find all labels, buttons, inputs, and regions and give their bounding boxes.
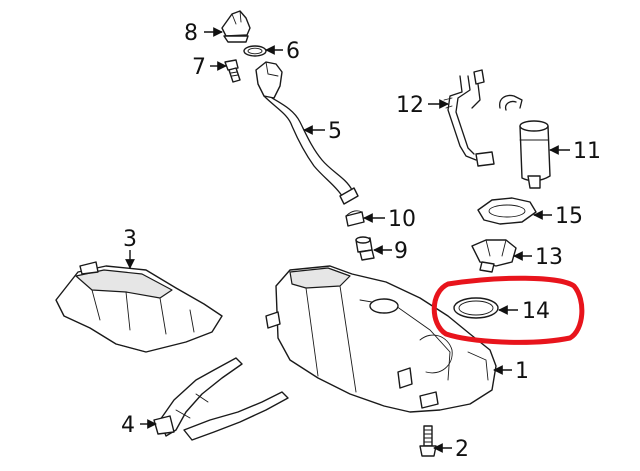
callout-3: 3 xyxy=(123,227,137,252)
callout-labels: 8 6 7 5 10 9 12 11 15 13 14 3 4 1 2 xyxy=(121,21,601,462)
part-6-ring xyxy=(243,45,267,57)
part-1-fuel-tank xyxy=(265,265,497,413)
callout-11: 11 xyxy=(573,139,601,164)
part-13-retainer xyxy=(471,239,517,273)
part-2-bolt xyxy=(419,425,437,457)
callout-12: 12 xyxy=(396,93,424,118)
callout-2: 2 xyxy=(455,437,469,462)
part-5-filler-neck xyxy=(255,61,359,205)
callout-5: 5 xyxy=(328,119,342,144)
part-3-heat-shield xyxy=(55,261,223,353)
part-4-bracket xyxy=(153,357,289,441)
part-14-seal-ring xyxy=(453,297,499,319)
callout-14: 14 xyxy=(522,299,550,324)
callout-10: 10 xyxy=(388,207,416,232)
part-15-lock-ring xyxy=(477,197,537,225)
callout-13: 13 xyxy=(535,245,563,270)
callout-1: 1 xyxy=(515,359,529,384)
callout-4: 4 xyxy=(121,413,135,438)
callout-6: 6 xyxy=(286,39,300,64)
leader-lines xyxy=(125,27,570,453)
part-8-cap xyxy=(221,10,251,43)
callout-8: 8 xyxy=(184,21,198,46)
highlight-outline xyxy=(431,275,585,345)
part-7-bolt xyxy=(224,59,241,83)
part-12-sender-unit xyxy=(443,69,495,167)
part-10-clamp xyxy=(345,210,365,227)
part-11-fuel-pump xyxy=(499,94,551,189)
callout-15: 15 xyxy=(555,204,583,229)
part-9-valve xyxy=(355,236,375,261)
callout-7: 7 xyxy=(192,55,206,80)
callout-9: 9 xyxy=(394,239,408,264)
